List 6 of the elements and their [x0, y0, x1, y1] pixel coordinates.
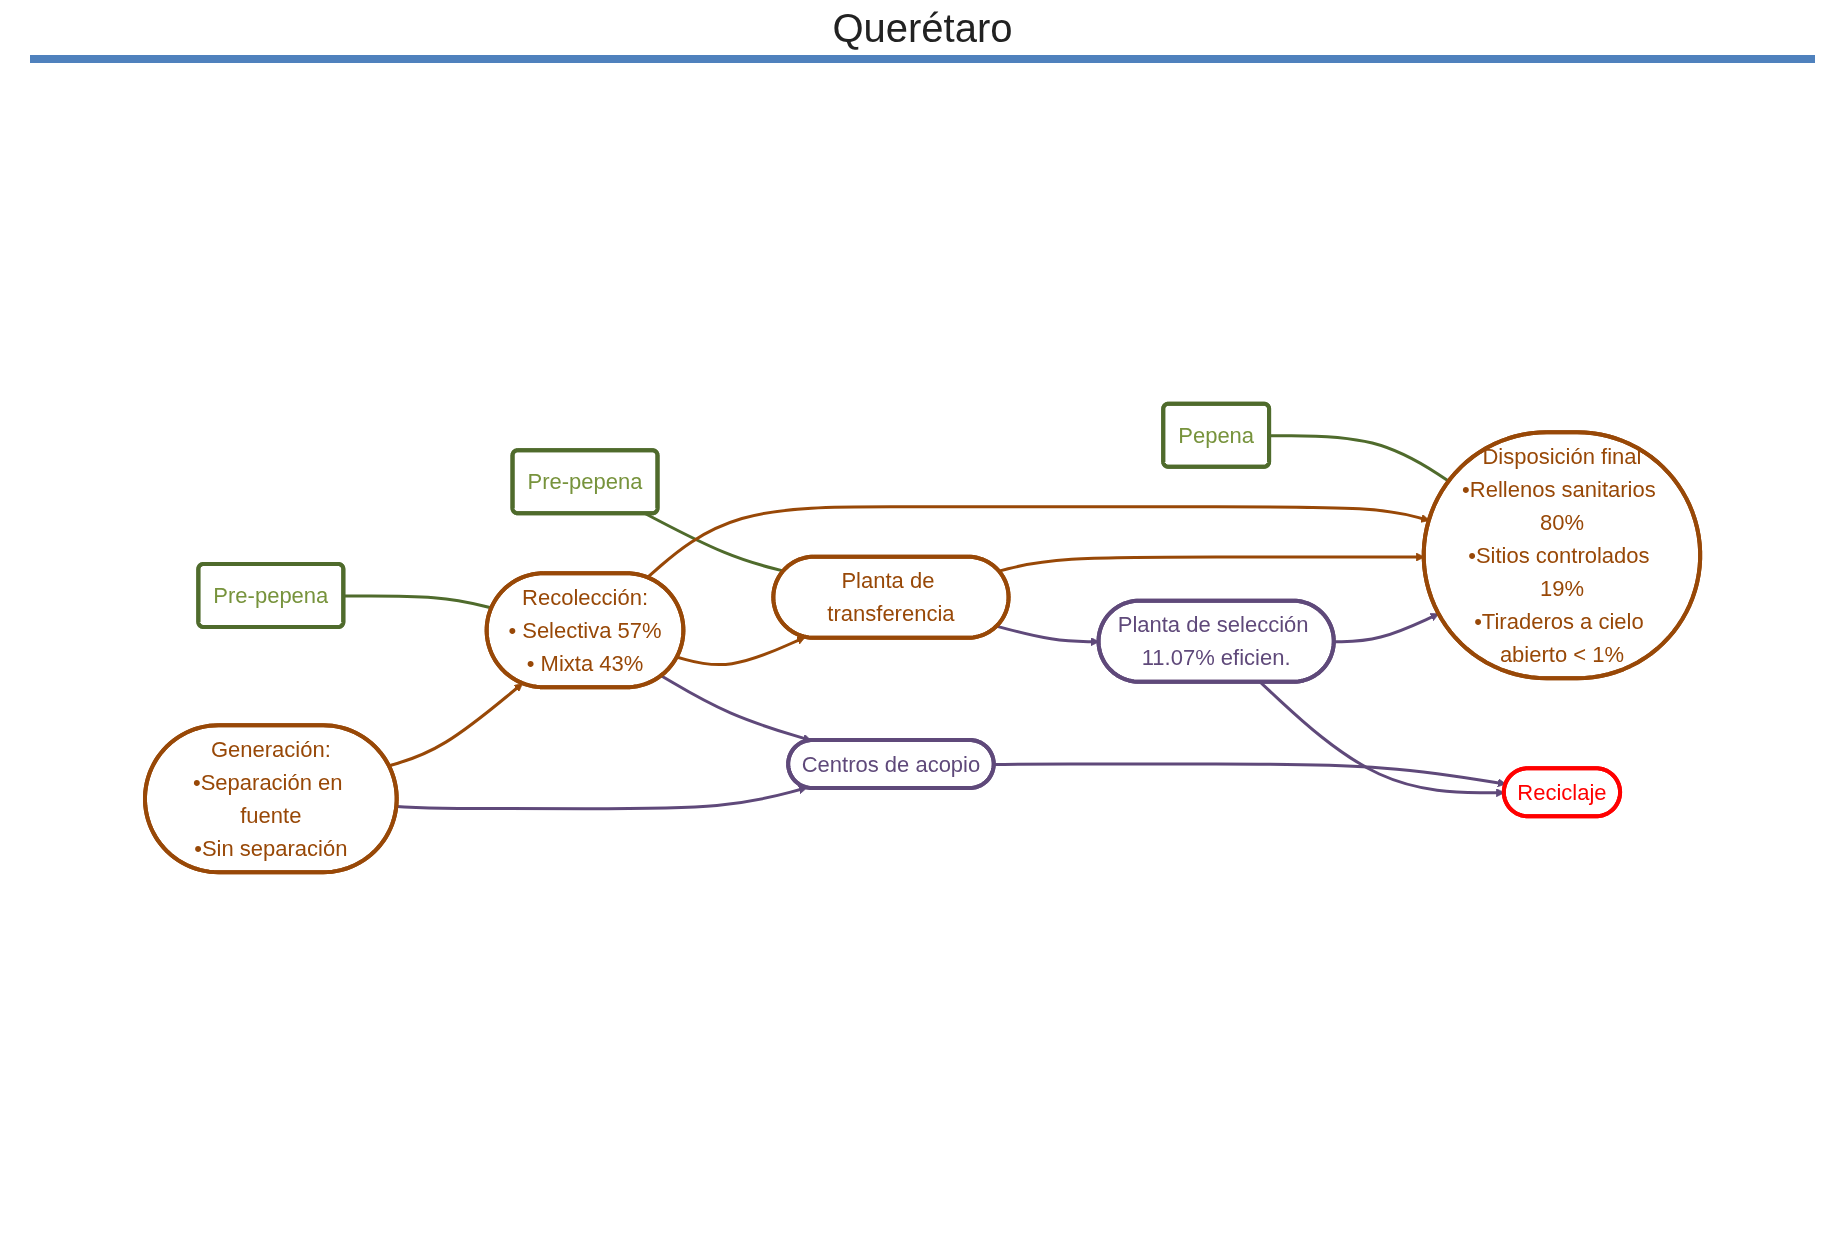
arrow	[396, 785, 808, 811]
title: Querétaro	[831, 6, 1014, 51]
arrow	[646, 505, 1430, 579]
arrow	[388, 683, 523, 768]
arrow	[1334, 613, 1440, 644]
arrow	[676, 636, 806, 667]
